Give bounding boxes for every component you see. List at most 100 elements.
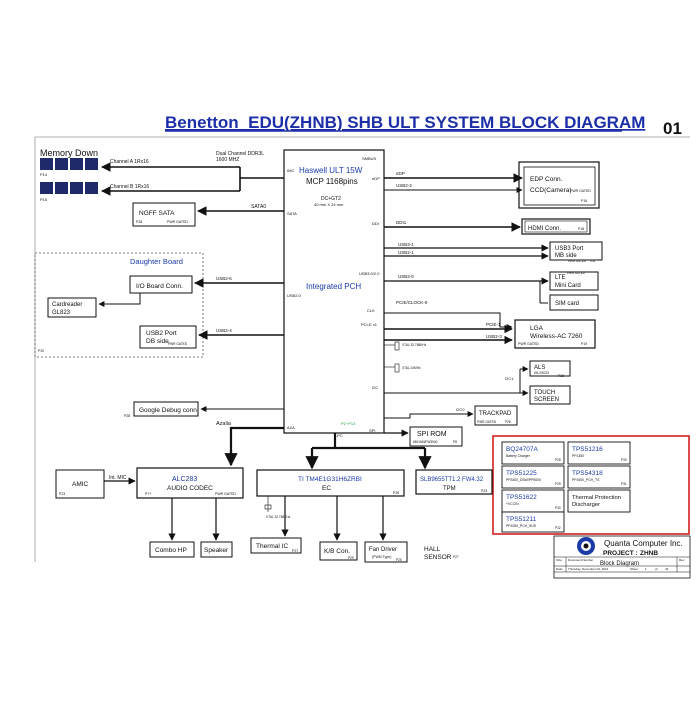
daughter-board-label: Daughter Board — [130, 257, 183, 266]
spi-rom-sub: 8M/16M/FW3940 — [413, 440, 438, 444]
sensor-label: SENSOR — [424, 554, 452, 561]
lga-page: P19 — [581, 342, 587, 346]
memory-label: Memory Down — [40, 148, 98, 158]
io-board-label: I/O Board Conn. — [136, 283, 183, 290]
speaker-label: Speaker — [204, 547, 229, 554]
tpm-page: P23 — [481, 489, 487, 493]
power-block-1 — [567, 441, 631, 465]
alc283-block — [136, 467, 244, 499]
kb-con-label: K/B Con. — [324, 548, 350, 555]
power-desc-2: PP3300_DSW/PP5000 — [506, 478, 541, 482]
lga-gate: PWR GATED — [518, 342, 539, 346]
screen-label: SCREEN — [534, 397, 559, 403]
power-desc-3: PP1500_PCH_TS — [572, 478, 600, 482]
google-debug-label: Google Debug conn — [139, 407, 197, 414]
ec-xtal-label: XTAL 32.768KHz — [266, 515, 291, 519]
power-page-4: P30 — [555, 506, 561, 510]
usb2-6-label: USB2-6 — [216, 276, 232, 281]
power-name-1: TPS51216 — [572, 446, 603, 453]
pch-label: Integrated PCH — [306, 282, 361, 291]
usb2-db-port: USB2 Port — [146, 330, 177, 337]
usb2-db-block — [139, 325, 197, 349]
usb3-1-label: USB3-1 — [398, 242, 414, 247]
sim-label: SIM card — [555, 301, 579, 307]
lte-label: LTE — [555, 275, 566, 281]
ddr-label-1: Dual Channel DDR3L — [216, 151, 264, 157]
usb2-db-gate: PWR GATED — [168, 342, 188, 346]
lga-block — [514, 319, 596, 349]
trackpad-block — [474, 405, 518, 426]
ec-block — [256, 469, 405, 497]
power-name-0: BQ24707A — [506, 446, 538, 453]
tpm-chip-label: SLB9655TT1.2 FW4.32 — [420, 477, 484, 483]
touch-label: TOUCH — [534, 390, 555, 396]
memory-chips-b — [40, 182, 98, 194]
trackpad-gate: PWR GATED — [477, 420, 497, 424]
hall-sensor-block — [419, 542, 463, 562]
sheet-label: Sheet — [630, 567, 638, 571]
power-page-6: P32 — [555, 526, 561, 530]
xtal-24m — [384, 363, 400, 373]
spi-rom-label: SPI ROM — [417, 431, 447, 438]
cardreader-link — [98, 293, 141, 307]
io-board-block — [129, 275, 193, 294]
edp-conn-inner — [523, 166, 596, 206]
cpu-block — [283, 149, 385, 434]
spi-rom-page: P8 — [453, 440, 457, 444]
cpu-gt: DC+GT2 — [321, 196, 341, 202]
pin-p2p13: P2~P13 — [341, 421, 356, 426]
alc283-page: P?? — [145, 492, 151, 496]
pin-imc: IMC — [287, 168, 294, 173]
google-debug-block — [133, 401, 199, 417]
pin-aza: AZA — [287, 425, 295, 430]
usb2-db-side: DB side — [146, 338, 169, 345]
pin-pcie: PCI-E x1 — [361, 322, 378, 327]
ddi1-label: DDI1 — [396, 220, 407, 225]
wireless-label: Wireless-AC 7260 — [530, 333, 583, 340]
thermal-ic-label: Thermal IC — [256, 543, 288, 550]
pin-edp: eDP — [372, 176, 380, 181]
power-name-2: TPS51225 — [506, 470, 537, 477]
cardreader-label: Cardreader — [52, 302, 82, 308]
page-title: Benetton_EDU(ZHNB) SHB ULT SYSTEM BLOCK … — [165, 113, 645, 132]
usb3-port-block — [549, 241, 603, 261]
power-desc-1: PP1350 — [572, 454, 584, 458]
ngff-sata-block — [132, 202, 196, 227]
xtal1-label: XTAL 32.768KHz — [402, 343, 427, 347]
als-page: P26 — [558, 374, 564, 378]
edp-conn-label: EDP Conn. — [530, 176, 563, 183]
power-name-6: TPS51211 — [506, 516, 537, 523]
xtal-32k — [384, 341, 400, 351]
tpm-label: TPM — [443, 486, 456, 492]
page-number: 01 — [663, 119, 682, 138]
fan-driver-block — [364, 541, 408, 563]
power-block-6 — [501, 511, 565, 533]
pin-spi: SPI — [369, 428, 375, 433]
power-name-5: Thermal Protection — [572, 495, 621, 501]
power-block-2 — [501, 465, 565, 489]
spi-rom-block — [409, 426, 463, 447]
pin-i2c: I2C — [372, 385, 378, 390]
power-page-3: P31 — [621, 482, 627, 486]
ccd-label: CCD(Camera) — [530, 187, 572, 194]
pcie-1-label: PCIE-1 — [486, 322, 501, 327]
daughter-page: P20 — [38, 349, 44, 353]
pin-usb3: USB3.0/2.0 — [359, 271, 380, 276]
alc283-label: ALC283 — [172, 476, 197, 483]
kb-con-block — [319, 541, 358, 561]
power-section-highlight — [492, 435, 690, 535]
ngff-page: P28 — [136, 220, 142, 224]
google-page: P28 — [124, 414, 130, 418]
usb2-1-label: USB2-1 — [398, 250, 414, 255]
power-name-3: TPS54318 — [572, 470, 603, 477]
pin-usb20: USB2.0 — [287, 293, 302, 298]
fan-driver-label: Fan Driver — [369, 547, 397, 553]
usb2-2-label: USB2-2 — [396, 183, 412, 188]
power-block-5 — [567, 489, 631, 513]
edp-page: P16 — [581, 199, 587, 203]
cpu-size: 40 mm X 24 mm — [314, 202, 344, 207]
power-desc-5: Discharger — [572, 502, 600, 508]
ngff-gate: PWR GATED — [167, 220, 188, 224]
